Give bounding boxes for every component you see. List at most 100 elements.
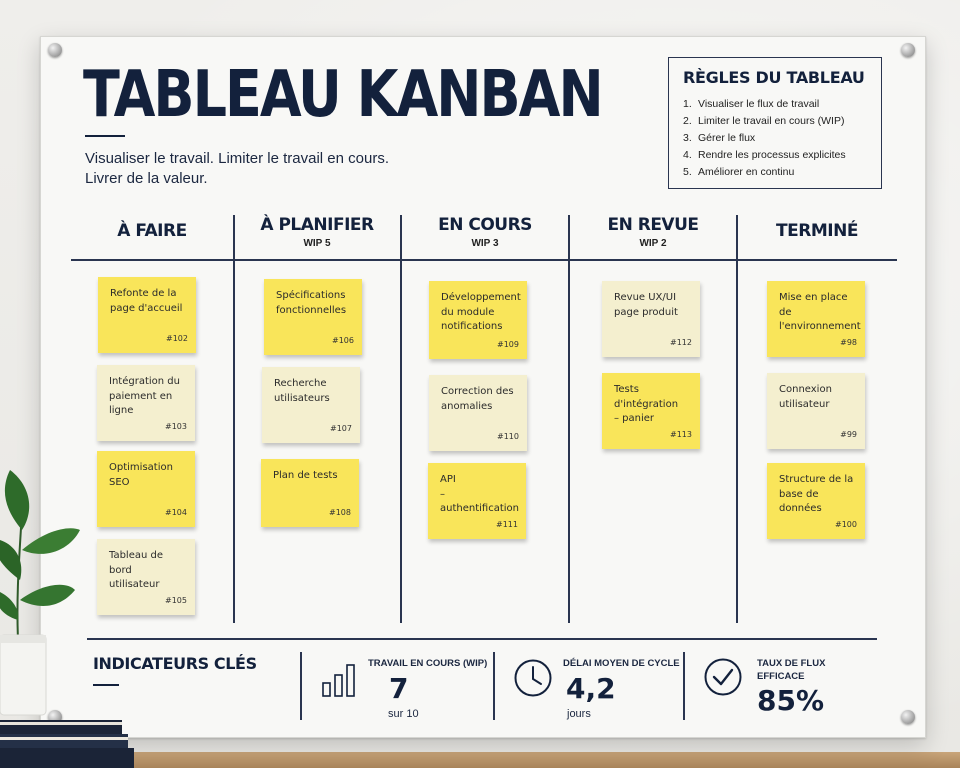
cycle-metric-label: DÉLAI MOYEN DE CYCLE bbox=[563, 658, 680, 669]
wooden-shelf bbox=[0, 752, 960, 768]
note-text: Plan de tests bbox=[273, 470, 338, 481]
column-header-termine: TERMINÉ bbox=[737, 221, 897, 241]
note-text: Structure de la bbox=[779, 474, 854, 485]
sticky-note[interactable]: Spécifications fonctionnelles #106 bbox=[264, 279, 362, 355]
note-id: #113 bbox=[670, 429, 692, 439]
note-id: #108 bbox=[329, 507, 351, 517]
note-text: paiement en ligne bbox=[109, 390, 173, 417]
indicators-title: INDICATEURS CLÉS bbox=[93, 654, 257, 673]
note-text: Refonte de la bbox=[110, 288, 177, 299]
sticky-note[interactable]: Tests d'intégration – panier #113 bbox=[602, 373, 700, 449]
note-text: base de données bbox=[779, 488, 822, 515]
bar-chart-icon bbox=[322, 664, 355, 697]
rule-item: 2.Limiter le travail en cours (WIP) bbox=[683, 113, 867, 130]
note-id: #106 bbox=[332, 335, 354, 345]
rule-number: 2. bbox=[683, 115, 692, 127]
note-text: Correction des bbox=[441, 386, 514, 397]
note-text: page d'accueil bbox=[110, 302, 183, 314]
rule-item: 4. Rendre les processus explicites bbox=[683, 147, 867, 164]
screw bbox=[48, 43, 62, 57]
note-id: #98 bbox=[840, 337, 857, 347]
page-title: TABLEAU KANBAN bbox=[83, 57, 604, 132]
column-name: À FAIRE bbox=[117, 221, 187, 241]
note-id: #102 bbox=[166, 333, 188, 343]
column-divider bbox=[400, 215, 402, 623]
title-underline bbox=[85, 135, 125, 137]
column-name: TERMINÉ bbox=[776, 221, 858, 241]
sticky-note[interactable]: Connexion utilisateur #99 bbox=[767, 373, 865, 449]
rules-title: RÈGLES DU TABLEAU bbox=[683, 68, 865, 87]
sticky-note[interactable]: Recherche utilisateurs #107 bbox=[262, 367, 360, 443]
note-id: #109 bbox=[497, 339, 519, 349]
note-id: #111 bbox=[496, 519, 518, 529]
note-text: – authentification bbox=[440, 488, 519, 515]
rule-number: 1. bbox=[683, 98, 692, 110]
potted-plant bbox=[0, 470, 80, 716]
header-divider bbox=[71, 259, 897, 261]
metric-divider bbox=[493, 652, 495, 720]
column-name: EN COURS bbox=[438, 215, 532, 235]
note-id: #100 bbox=[835, 519, 857, 529]
sticky-note[interactable]: Structure de la base de données #100 bbox=[767, 463, 865, 539]
check-circle-icon bbox=[704, 658, 742, 696]
note-text: notifications bbox=[441, 321, 503, 332]
note-text: de l'environnement bbox=[779, 306, 861, 333]
flow-metric-label: TAUX DE FLUX EFFICACE bbox=[757, 657, 825, 683]
wip-limit: WIP 5 bbox=[303, 238, 331, 249]
note-id: #107 bbox=[330, 423, 352, 433]
note-id: #104 bbox=[165, 507, 187, 517]
flow-label-line-1: TAUX DE FLUX bbox=[757, 658, 826, 669]
sticky-note[interactable]: Refonte de la page d'accueil #102 bbox=[98, 277, 196, 353]
note-text: du module bbox=[441, 306, 495, 318]
column-header-a-faire: À FAIRE bbox=[71, 221, 233, 241]
rule-text: Améliorer en continu bbox=[698, 166, 795, 178]
sticky-note[interactable]: Revue UX/UI page produit #112 bbox=[602, 281, 700, 357]
note-id: #105 bbox=[165, 595, 187, 605]
kanban-board: TABLEAU KANBAN Visualiser le travail. Li… bbox=[40, 36, 926, 738]
note-id: #99 bbox=[840, 429, 857, 439]
sticky-note[interactable]: Mise en place de l'environnement #98 bbox=[767, 281, 865, 357]
column-name: À PLANIFIER bbox=[260, 215, 374, 235]
sticky-note[interactable]: Optimisation SEO #104 bbox=[97, 451, 195, 527]
indicators-underline bbox=[93, 684, 119, 686]
rule-text: Rendre les processus explicites bbox=[698, 149, 846, 161]
note-text: Connexion bbox=[779, 384, 832, 395]
rules-list: 1. Visualiser le flux de travail 2.Limite… bbox=[683, 96, 867, 181]
sticky-note[interactable]: Correction des anomalies #110 bbox=[429, 375, 527, 451]
column-name: EN REVUE bbox=[607, 215, 699, 235]
screw bbox=[901, 43, 915, 57]
sticky-note[interactable]: Plan de tests #108 bbox=[261, 459, 359, 527]
note-text: SEO bbox=[109, 476, 130, 488]
note-text: Développement bbox=[441, 292, 521, 303]
rule-number: 4. bbox=[683, 149, 692, 161]
sticky-note[interactable]: Tableau de bord utilisateur #105 bbox=[97, 539, 195, 615]
wip-limit: WIP 2 bbox=[639, 238, 667, 249]
subtitle-line-1: Visualiser le travail. Limiter le travai… bbox=[85, 150, 390, 167]
note-text: – panier bbox=[614, 413, 655, 424]
note-text: anomalies bbox=[441, 400, 493, 412]
cycle-metric-value: 4,2 bbox=[566, 672, 616, 705]
note-text: Tests d'intégration bbox=[614, 384, 679, 410]
note-text: API bbox=[440, 474, 456, 485]
note-text: Optimisation bbox=[109, 462, 173, 473]
flow-metric-value: 85% bbox=[757, 684, 825, 717]
sticky-note[interactable]: Développement du module notifications #1… bbox=[429, 281, 527, 359]
note-id: #110 bbox=[497, 431, 519, 441]
metric-divider bbox=[300, 652, 302, 720]
column-header-a-planifier: À PLANIFIER WIP 5 bbox=[234, 215, 400, 249]
flow-label-line-2: EFFICACE bbox=[757, 671, 805, 682]
note-text: utilisateur bbox=[779, 398, 830, 410]
column-divider bbox=[568, 215, 570, 623]
sticky-note[interactable]: API – authentification #111 bbox=[428, 463, 526, 539]
rule-text: Visualiser le flux de travail bbox=[698, 98, 820, 110]
column-header-en-revue: EN REVUE WIP 2 bbox=[569, 215, 737, 249]
metric-divider bbox=[683, 652, 685, 720]
sticky-note[interactable]: Intégration du paiement en ligne #103 bbox=[97, 365, 195, 441]
column-divider bbox=[233, 215, 235, 623]
rule-text: Gérer le flux bbox=[698, 132, 756, 144]
subtitle: Visualiser le travail. Limiter le travai… bbox=[85, 149, 445, 189]
wip-metric-sub: sur 10 bbox=[388, 708, 419, 720]
note-text: Recherche bbox=[274, 378, 327, 389]
note-text: page produit bbox=[614, 306, 678, 318]
metrics-divider bbox=[87, 638, 877, 640]
